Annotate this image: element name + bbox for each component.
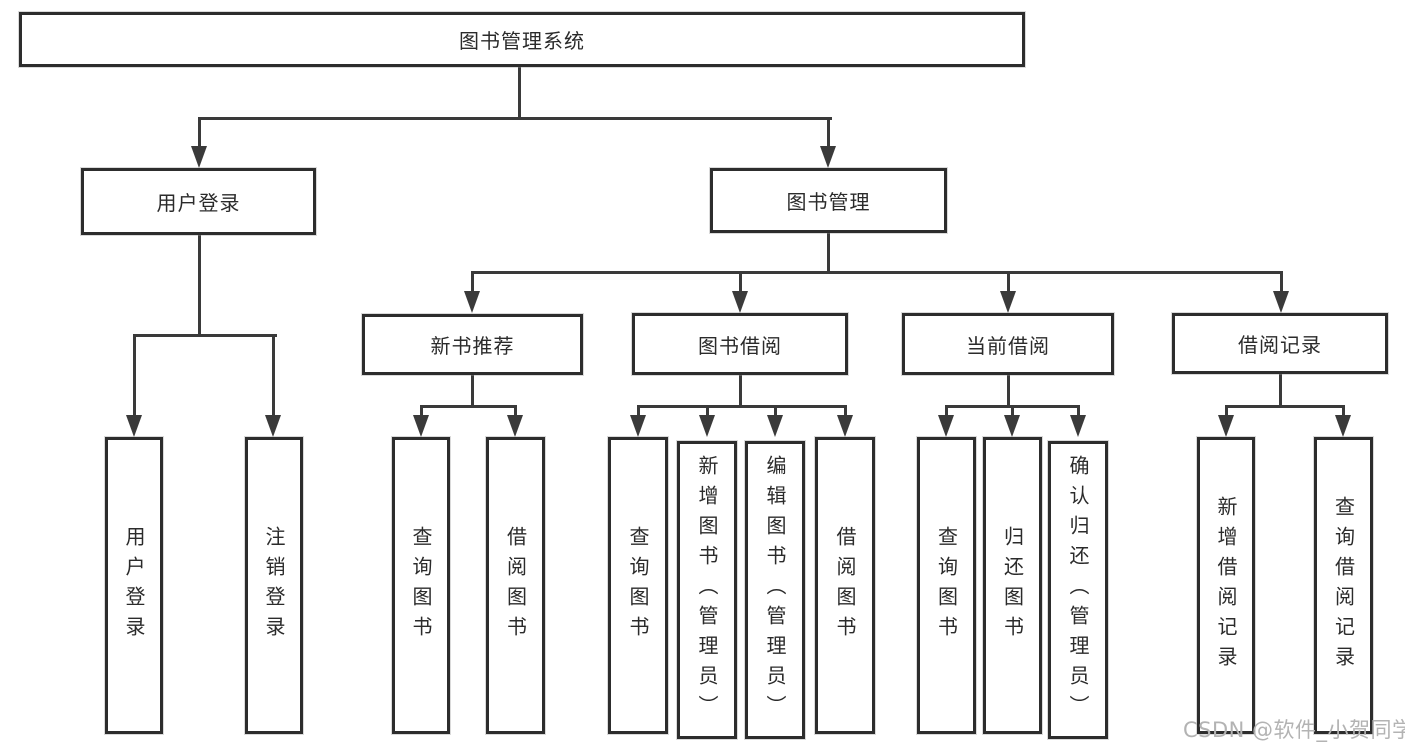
leaf-bb-add-books-admin: 新增图书（管理员） — [677, 441, 737, 739]
leaf-bb-add-books-admin-label: 新增图书（管理员） — [695, 455, 719, 725]
connector-arrow-icon — [1335, 415, 1351, 437]
connector-line — [514, 405, 517, 417]
leaf-bb-borrow-books: 借阅图书 — [815, 437, 875, 734]
leaf-br-query-record: 查询借阅记录 — [1314, 437, 1373, 734]
leaf-br-add-record-label: 新增借阅记录 — [1214, 495, 1238, 676]
connector-line — [637, 405, 847, 408]
leaf-nb-query-books-label: 查询图书 — [409, 525, 433, 646]
connector-arrow-icon — [1273, 291, 1289, 313]
leaf-bb-borrow-books-label: 借阅图书 — [833, 525, 857, 646]
connector-arrow-icon — [265, 415, 281, 437]
leaf-logout-label: 注销登录 — [262, 525, 286, 646]
leaf-br-add-record: 新增借阅记录 — [1197, 437, 1255, 734]
leaf-bb-edit-books-admin: 编辑图书（管理员） — [745, 441, 805, 739]
node-book-management: 图书管理 — [710, 168, 947, 233]
leaf-nb-borrow-books: 借阅图书 — [486, 437, 545, 734]
leaf-cb-confirm-return-admin: 确认归还（管理员） — [1048, 441, 1108, 739]
connector-line — [420, 405, 423, 417]
connector-arrow-icon — [507, 415, 523, 437]
connector-line — [827, 233, 830, 273]
connector-line — [471, 375, 474, 407]
connector-arrow-icon — [837, 415, 853, 437]
leaf-nb-borrow-books-label: 借阅图书 — [503, 525, 528, 646]
connector-arrow-icon — [464, 291, 480, 313]
connector-arrow-icon — [1000, 291, 1016, 313]
connector-line — [739, 375, 742, 407]
connector-arrow-icon — [732, 291, 748, 313]
leaf-bb-query-books-label: 查询图书 — [626, 525, 650, 646]
leaf-bb-query-books: 查询图书 — [608, 437, 668, 734]
leaf-cb-confirm-return-admin-label: 确认归还（管理员） — [1066, 455, 1090, 725]
connector-arrow-icon — [630, 415, 646, 437]
connector-line — [133, 334, 136, 417]
node-root: 图书管理系统 — [19, 12, 1025, 67]
connector-line — [637, 405, 640, 417]
connector-line — [1007, 375, 1010, 407]
node-user-login: 用户登录 — [81, 168, 316, 235]
connector-arrow-icon — [1218, 415, 1234, 437]
connector-line — [272, 334, 275, 417]
connector-line — [739, 271, 742, 293]
connector-line — [1342, 405, 1345, 417]
connector-line — [1011, 405, 1014, 417]
connector-arrow-icon — [938, 415, 954, 437]
connector-line — [1225, 405, 1345, 408]
connector-line — [518, 67, 521, 119]
connector-line — [471, 271, 1283, 274]
leaf-br-query-record-label: 查询借阅记录 — [1331, 495, 1356, 676]
connector-line — [471, 271, 474, 293]
leaf-nb-query-books: 查询图书 — [392, 437, 450, 734]
leaf-cb-query-books-label: 查询图书 — [934, 525, 959, 646]
connector-line — [706, 405, 709, 417]
connector-line — [1225, 405, 1228, 417]
connector-line — [198, 117, 832, 120]
connector-line — [1077, 405, 1080, 417]
connector-line — [844, 405, 847, 417]
connector-arrow-icon — [126, 415, 142, 437]
leaf-bb-edit-books-admin-label: 编辑图书（管理员） — [763, 455, 787, 725]
csdn-watermark: CSDN @软件_小贺同学 — [1183, 718, 1405, 742]
node-borrowing-records: 借阅记录 — [1172, 313, 1388, 374]
node-new-book-recommend: 新书推荐 — [362, 314, 583, 375]
leaf-user-login: 用户登录 — [105, 437, 163, 734]
connector-line — [198, 235, 201, 336]
connector-line — [1007, 271, 1010, 293]
connector-line — [198, 117, 201, 147]
node-current-borrowing: 当前借阅 — [902, 313, 1114, 375]
connector-arrow-icon — [699, 415, 715, 437]
connector-arrow-icon — [413, 415, 429, 437]
connector-line — [133, 334, 277, 337]
connector-line — [1279, 374, 1282, 407]
connector-line — [945, 405, 948, 417]
connector-arrow-icon — [1070, 415, 1086, 437]
connector-line — [1280, 271, 1283, 293]
connector-arrow-icon — [191, 146, 207, 168]
connector-arrow-icon — [767, 415, 783, 437]
connector-line — [420, 405, 517, 408]
leaf-logout: 注销登录 — [245, 437, 303, 734]
leaf-cb-return-books-label: 归还图书 — [1000, 525, 1025, 646]
connector-arrow-icon — [820, 146, 836, 168]
connector-line — [774, 405, 777, 417]
connector-arrow-icon — [1004, 415, 1020, 437]
leaf-user-login-label: 用户登录 — [122, 525, 146, 646]
connector-line — [827, 117, 830, 147]
node-book-borrowing: 图书借阅 — [632, 313, 848, 375]
leaf-cb-query-books: 查询图书 — [917, 437, 976, 734]
leaf-cb-return-books: 归还图书 — [983, 437, 1042, 734]
